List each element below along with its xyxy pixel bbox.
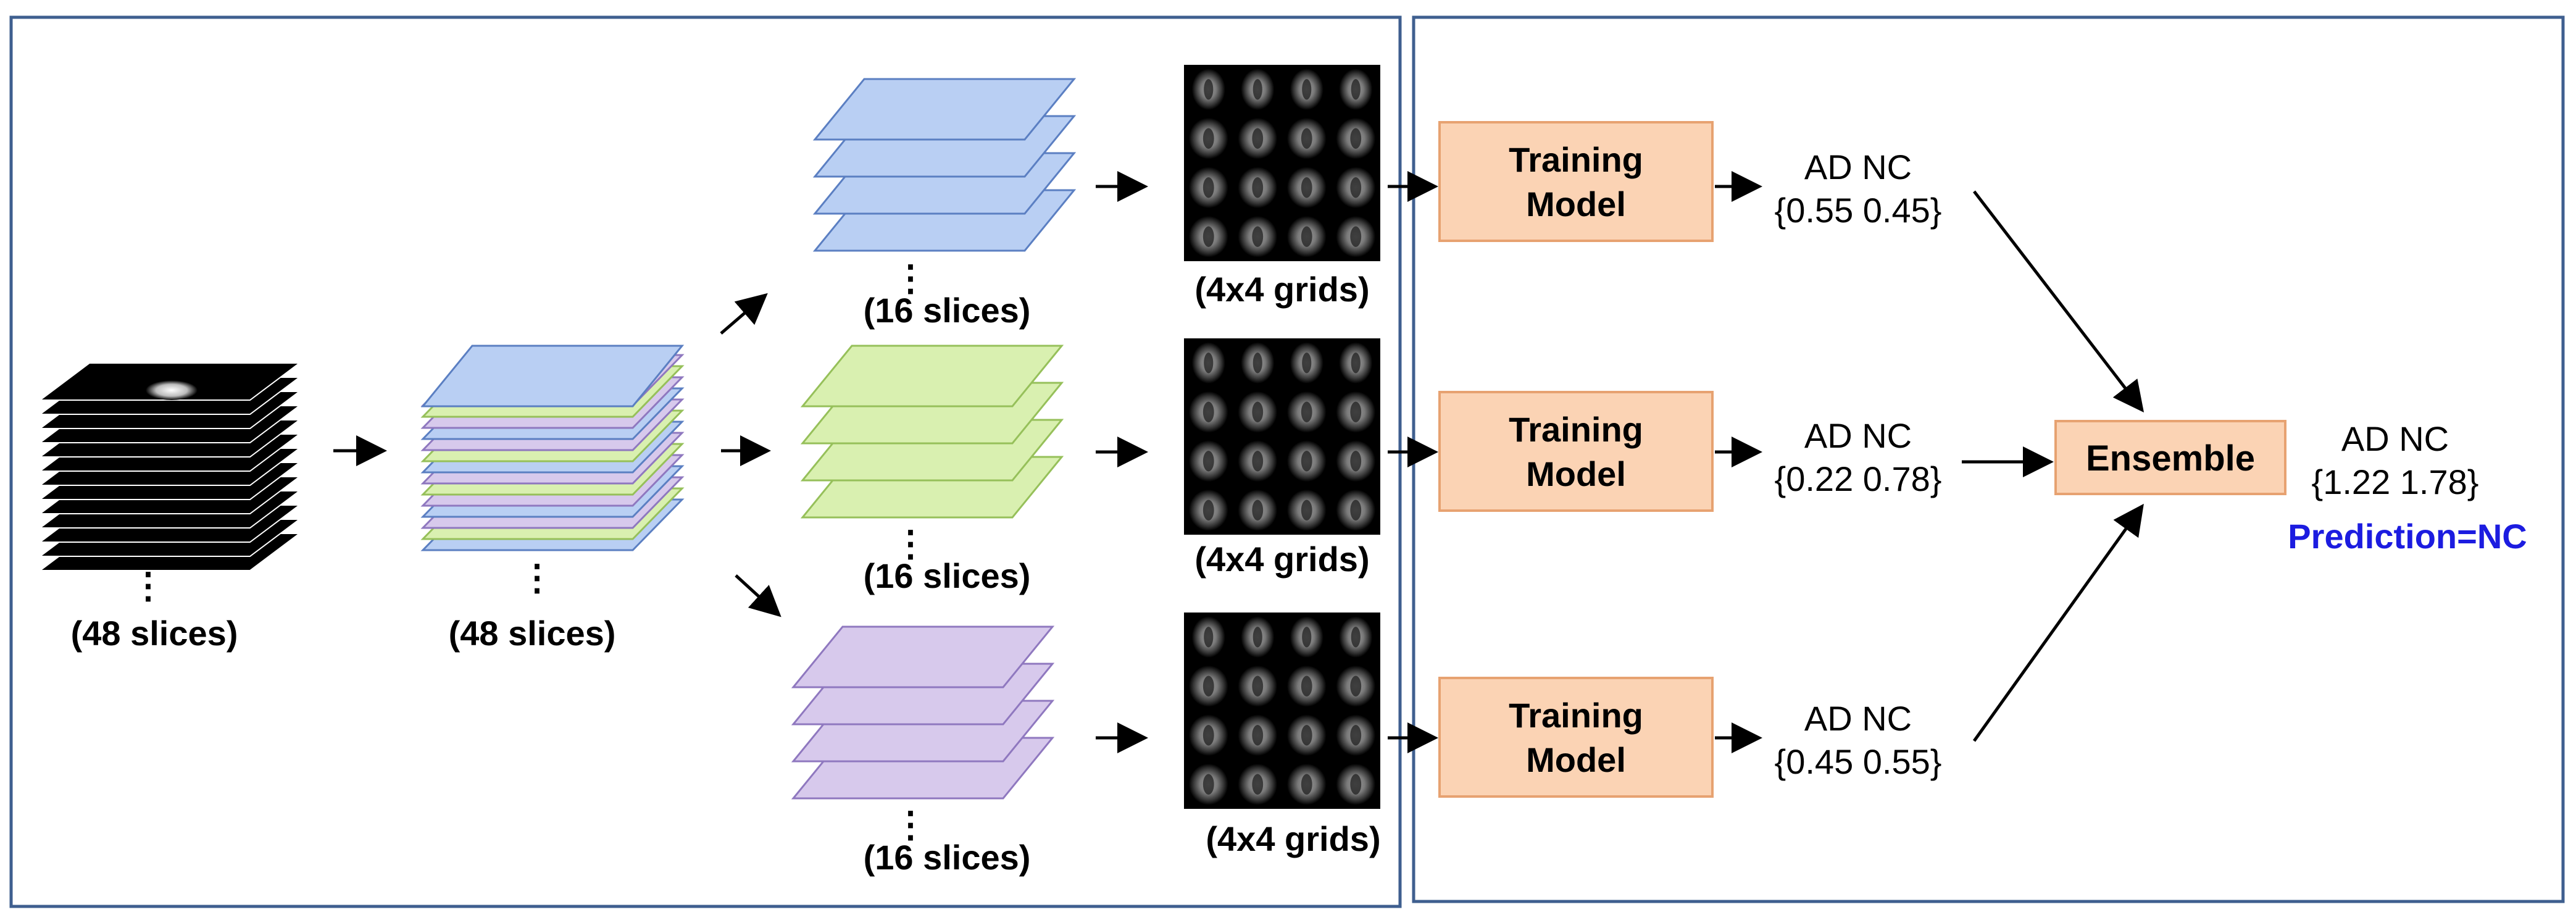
training-model-3: Training Model — [1438, 677, 1714, 798]
prediction-label: Prediction=NC — [2288, 517, 2527, 556]
brain-ventricle — [1252, 675, 1264, 696]
brain-ventricle — [1252, 451, 1264, 472]
model-3-line1: Training — [1509, 696, 1643, 735]
brain-grid-2 — [1184, 338, 1380, 535]
brain-ventricle — [1252, 177, 1264, 198]
slice-green — [800, 345, 1064, 408]
model-3-line2: Model — [1526, 740, 1626, 779]
arrow-split-bottom — [735, 574, 782, 617]
stack-mixed-ellipsis: ⋮ — [519, 558, 555, 598]
stack-blue-ellipsis: ⋮ — [893, 258, 928, 298]
brain-ventricle — [1301, 725, 1312, 746]
brain-ventricle — [1203, 128, 1214, 149]
arrow-output-1-to-ensemble — [1973, 190, 2145, 412]
stack-green-label: (16 slices) — [864, 556, 1031, 595]
stack-blue — [812, 78, 1077, 252]
brain-ventricle — [1252, 128, 1264, 149]
brain-ventricle — [1350, 226, 1362, 247]
brain-ventricle — [1203, 177, 1214, 198]
top-slice-image — [146, 380, 198, 400]
output-1-probs: {0.55 0.45} — [1775, 191, 1942, 230]
grid-1-label: (4x4 grids) — [1194, 270, 1369, 309]
brain-ventricle — [1301, 128, 1312, 149]
output-2-probs: {0.22 0.78} — [1775, 459, 1942, 498]
brain-ventricle — [1302, 353, 1312, 374]
brain-ventricle — [1203, 451, 1214, 472]
black-slice-stack — [38, 362, 301, 571]
stack-black-label: (48 slices) — [71, 614, 238, 653]
output-1-classes: AD NC — [1804, 148, 1912, 186]
grid-3-label: (4x4 grids) — [1206, 819, 1380, 858]
brain-ventricle — [1302, 627, 1312, 648]
arrow-split-top — [720, 293, 768, 335]
brain-ventricle — [1301, 675, 1312, 696]
brain-ventricle — [1203, 500, 1214, 521]
result-classes: AD NC — [2341, 419, 2449, 458]
training-model-1: Training Model — [1438, 121, 1714, 242]
brain-ventricle — [1351, 353, 1361, 374]
result-probs: {1.22 1.78} — [2312, 462, 2479, 501]
brain-ventricle — [1204, 79, 1214, 100]
brain-ventricle — [1253, 627, 1262, 648]
brain-ventricle — [1203, 774, 1214, 795]
brain-ventricle — [1350, 774, 1362, 795]
brain-ventricle — [1253, 353, 1262, 374]
brain-ventricle — [1301, 401, 1312, 422]
brain-ventricle — [1302, 79, 1312, 100]
stack-purple-ellipsis: ⋮ — [893, 805, 928, 845]
mixed-slice-stack — [420, 345, 685, 551]
brain-ventricle — [1350, 177, 1362, 198]
stack-green-ellipsis: ⋮ — [893, 524, 928, 564]
output-3-classes: AD NC — [1804, 699, 1912, 738]
stack-green — [800, 345, 1064, 519]
brain-ventricle — [1253, 79, 1262, 100]
arrow-output-3-to-ensemble — [1972, 503, 2144, 742]
brain-ventricle — [1252, 401, 1264, 422]
ensemble-label: Ensemble — [2086, 438, 2255, 479]
brain-ventricle — [1252, 725, 1264, 746]
brain-ventricle — [1252, 774, 1264, 795]
brain-ventricle — [1203, 226, 1214, 247]
brain-ventricle — [1301, 774, 1312, 795]
stack-purple — [791, 625, 1055, 800]
brain-ventricle — [1351, 627, 1361, 648]
brain-ventricle — [1203, 675, 1214, 696]
brain-ventricle — [1301, 177, 1312, 198]
brain-ventricle — [1350, 451, 1362, 472]
stack-purple-label: (16 slices) — [864, 838, 1031, 877]
output-2-classes: AD NC — [1804, 416, 1912, 455]
brain-ventricle — [1204, 353, 1214, 374]
brain-ventricle — [1350, 500, 1362, 521]
brain-ventricle — [1204, 627, 1214, 648]
brain-grid-1 — [1184, 65, 1380, 261]
brain-ventricle — [1252, 500, 1264, 521]
ensemble-box: Ensemble — [2054, 420, 2286, 495]
mixed-slice-blue-top — [420, 345, 685, 408]
grid-2-label: (4x4 grids) — [1194, 540, 1369, 579]
brain-ventricle — [1350, 675, 1362, 696]
brain-ventricle — [1203, 725, 1214, 746]
brain-ventricle — [1350, 725, 1362, 746]
model-1-line1: Training — [1509, 140, 1643, 179]
training-model-2: Training Model — [1438, 391, 1714, 512]
brain-ventricle — [1350, 401, 1362, 422]
brain-grid-3 — [1184, 613, 1380, 809]
stack-mixed-label: (48 slices) — [449, 614, 616, 653]
output-3-probs: {0.45 0.55} — [1775, 742, 1942, 781]
brain-ventricle — [1301, 451, 1312, 472]
stack-blue-label: (16 slices) — [864, 291, 1031, 330]
brain-ventricle — [1350, 128, 1362, 149]
stack-black-ellipsis: ⋮ — [130, 566, 166, 606]
brain-ventricle — [1301, 226, 1312, 247]
model-2-line1: Training — [1509, 410, 1643, 449]
brain-ventricle — [1203, 401, 1214, 422]
model-1-line2: Model — [1526, 185, 1626, 224]
slice-blue — [812, 78, 1077, 141]
model-2-line2: Model — [1526, 454, 1626, 493]
slice-purple — [791, 625, 1055, 688]
brain-ventricle — [1301, 500, 1312, 521]
brain-ventricle — [1252, 226, 1264, 247]
brain-ventricle — [1351, 79, 1361, 100]
